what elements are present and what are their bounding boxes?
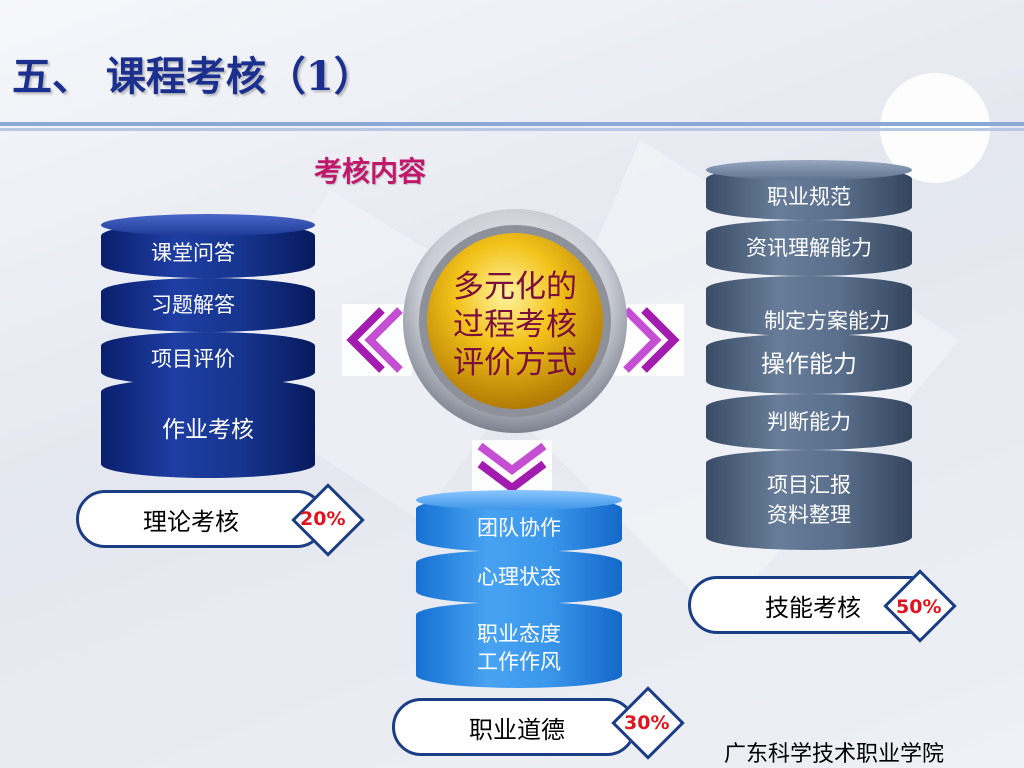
skill-item: 判断能力 (706, 394, 912, 450)
ethics-stack-cap (416, 490, 622, 510)
center-line: 过程考核 (453, 307, 577, 343)
skill-percent: 50% (896, 596, 942, 618)
ethics-item: 心理状态 (416, 550, 622, 604)
skill-item: 操作能力 (706, 334, 912, 394)
theory-stack-cap (101, 214, 315, 236)
skill-item: 制定方案能力 (706, 276, 912, 336)
title-rule (0, 122, 1024, 126)
theory-item: 作业考核 (101, 378, 315, 478)
page-title: 五、 课程考核（1） (12, 53, 374, 100)
center-text: 多元化的 过程考核 评价方式 (430, 268, 600, 382)
center-line: 多元化的 (453, 269, 577, 305)
ethics-label-pill: 职业道德 (392, 698, 636, 756)
skill-stack-cap (706, 160, 912, 180)
ethics-item: 职业态度 工作作风 (416, 602, 622, 688)
theory-percent: 20% (300, 508, 346, 530)
section-subtitle: 考核内容 (314, 155, 427, 188)
title-rule-thin (0, 128, 1024, 131)
center-line: 评价方式 (453, 345, 577, 381)
theory-label: 理论考核 (143, 507, 239, 536)
skill-label: 技能考核 (765, 593, 861, 622)
ethics-percent: 30% (624, 712, 670, 734)
footer-institution: 广东科学技术职业学院 (724, 742, 945, 767)
theory-label-pill: 理论考核 (76, 490, 326, 548)
skill-item: 资讯理解能力 (706, 220, 912, 276)
theory-item: 项目评价 (101, 332, 315, 386)
theory-item: 习题解答 (101, 278, 315, 332)
center-badge (403, 209, 627, 433)
skill-item: 项目汇报 资料整理 (706, 450, 912, 550)
down-chevron-arrows (472, 440, 552, 496)
left-chevron-arrows (342, 304, 412, 376)
ethics-label: 职业道德 (469, 715, 565, 744)
